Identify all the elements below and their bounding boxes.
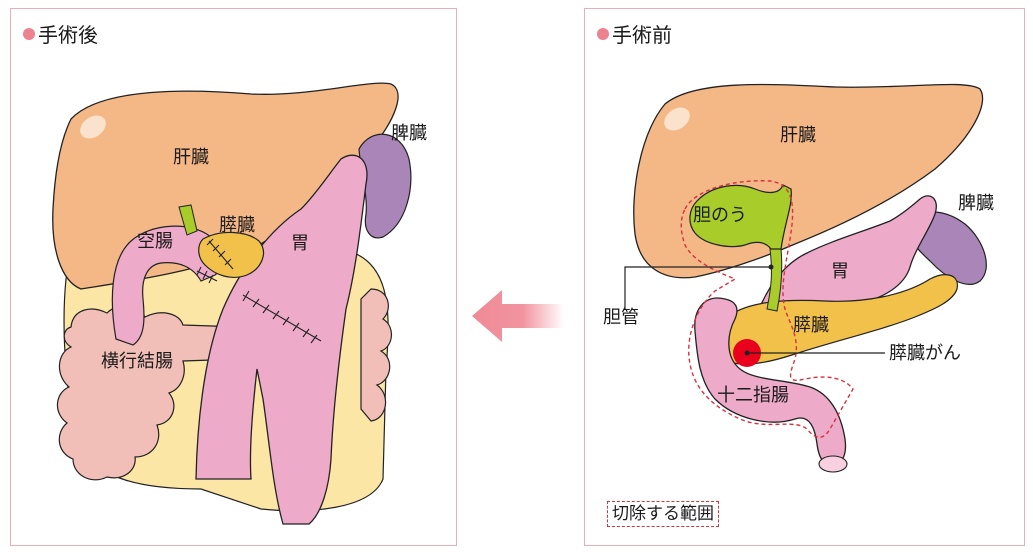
before-label-pancreatic-cancer: 膵臓がん — [889, 345, 961, 363]
after-organs-illustration — [11, 9, 458, 547]
after-label-transverse-colon: 横行結腸 — [101, 353, 173, 371]
after-label-jejunum: 空腸 — [137, 233, 173, 251]
resection-legend: 切除する範囲 — [607, 501, 719, 527]
before-label-bile-duct: 胆管 — [603, 309, 639, 327]
before-organs-illustration — [585, 9, 1026, 547]
after-label-spleen: 脾臓 — [391, 125, 427, 143]
before-label-pancreas: 膵臓 — [793, 317, 829, 335]
before-label-spleen: 脾臓 — [958, 195, 994, 213]
after-label-liver: 肝臓 — [173, 149, 209, 167]
before-label-stomach: 胃 — [831, 263, 849, 281]
before-bile-duct-leader-dot — [769, 265, 774, 270]
before-label-liver: 肝臓 — [780, 127, 816, 145]
after-label-pancreas: 膵臓 — [219, 217, 255, 235]
after-label-stomach: 胃 — [291, 235, 309, 253]
before-label-gallbladder: 胆のう — [693, 207, 747, 225]
panel-before-surgery: 手術前 肝臓 胆のう 脾臓 胃 胆管 膵臓 膵臓がん 十二指腸 切除する範囲 — [584, 8, 1025, 546]
before-label-duodenum: 十二指腸 — [717, 387, 789, 405]
before-cancer-leader-dot — [745, 351, 750, 356]
panel-after-surgery: 手術後 肝臓 脾臓 膵臓 空腸 胃 横行結腸 — [10, 8, 457, 546]
resection-legend-text: 切除する範囲 — [612, 504, 714, 524]
before-duodenum-end — [819, 456, 847, 472]
direction-arrow-icon — [472, 290, 564, 342]
after-spleen — [359, 134, 411, 238]
